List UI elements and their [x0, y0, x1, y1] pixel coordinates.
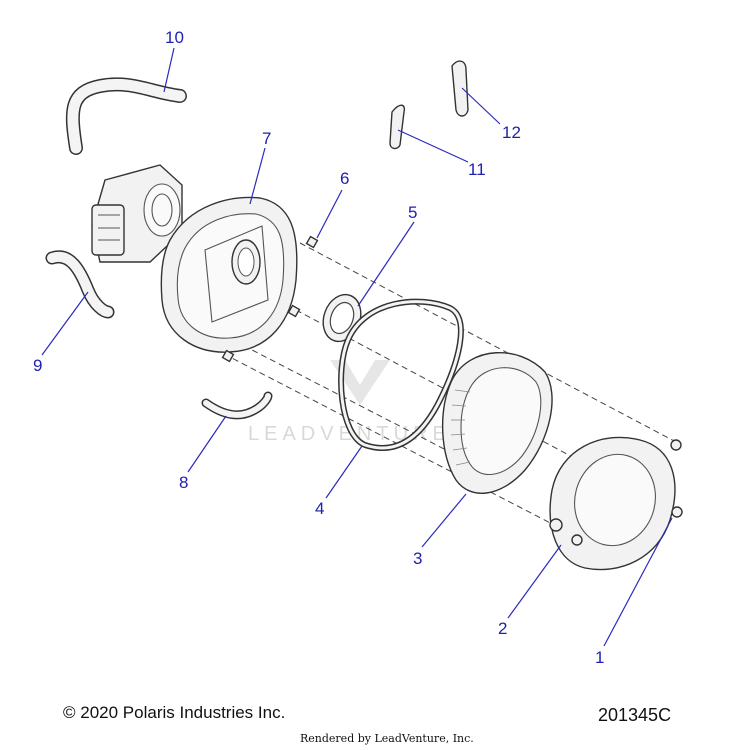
callout-6: 6 [340, 169, 349, 188]
diagram-code: 201345C [598, 705, 672, 725]
callout-5: 5 [408, 203, 417, 222]
callout-11: 11 [468, 160, 486, 179]
seal-ring [322, 293, 362, 343]
hose-upper [65, 77, 187, 155]
bolts [221, 235, 319, 363]
callout-1: 1 [595, 648, 604, 667]
callout-9: 9 [33, 356, 42, 375]
hose-left [45, 250, 115, 319]
cover-screws [670, 439, 683, 518]
watermark-text: LEADVENTURE [248, 423, 451, 445]
callout-7: 7 [262, 129, 271, 148]
copyright-text: © 2020 Polaris Industries Inc. [63, 703, 286, 722]
callout-4: 4 [315, 499, 324, 518]
callout-2: 2 [498, 619, 507, 638]
airbox-cover [549, 436, 676, 571]
hose-lower [201, 391, 273, 420]
leader-lines [41, 47, 673, 647]
callout-10: 10 [165, 28, 184, 47]
callout-labels: 1 2 3 4 5 6 7 8 9 10 11 12 [33, 28, 604, 667]
rendered-by-text: Rendered by LeadVenture, Inc. [300, 732, 474, 745]
throttle-body [91, 164, 183, 263]
leadventure-watermark: LEADVENTURE [248, 360, 451, 445]
callout-8: 8 [179, 473, 188, 492]
clips [389, 60, 469, 150]
callout-12: 12 [502, 123, 521, 142]
airbox-housing [160, 196, 298, 353]
gasket [338, 298, 464, 451]
air-filter [441, 352, 553, 494]
callout-3: 3 [413, 549, 422, 568]
